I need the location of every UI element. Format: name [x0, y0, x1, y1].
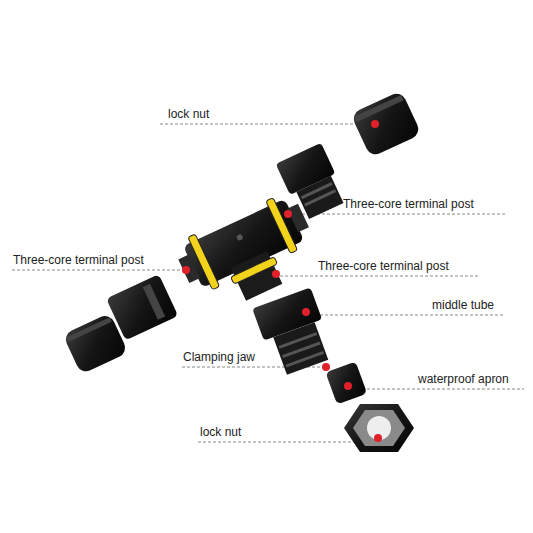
part-label: Three-core terminal post	[13, 253, 144, 267]
part-label: lock nut	[200, 425, 241, 439]
part-label: middle tube	[432, 298, 494, 312]
part-label: Clamping jaw	[183, 350, 255, 364]
part-label: Three-core terminal post	[318, 259, 449, 273]
part-label: Three-core terminal post	[343, 197, 474, 211]
part-label: waterproof apron	[418, 372, 509, 386]
part-label: lock nut	[168, 107, 209, 121]
